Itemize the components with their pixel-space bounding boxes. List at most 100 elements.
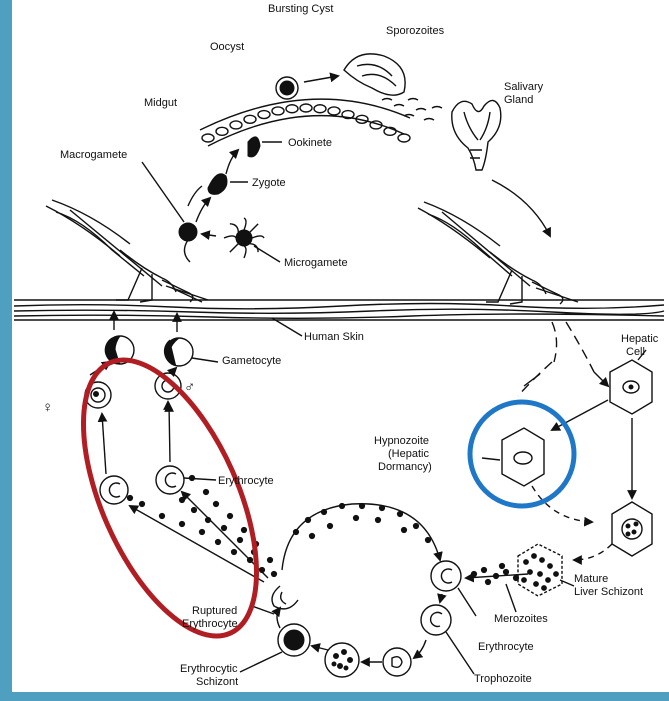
diagram-panel: Bursting Cyst Sporozoites Oocyst Salivar… bbox=[12, 0, 669, 692]
developing-liver-schizont bbox=[612, 502, 652, 556]
microgamete bbox=[224, 218, 264, 258]
merozoite-dot bbox=[271, 571, 276, 576]
midgut-cell bbox=[230, 121, 242, 129]
arrow-merozoites-to-left-erythrocyte bbox=[130, 506, 264, 582]
arrow-gland-to-mosquito bbox=[492, 180, 550, 236]
midgut-cell bbox=[300, 104, 312, 112]
label-oocyst: Oocyst bbox=[210, 41, 244, 53]
erythrocytic-schizont-pointer bbox=[240, 652, 282, 672]
sporozoite bbox=[404, 115, 414, 117]
merozoite-dot bbox=[127, 495, 132, 500]
merozoite-dot bbox=[293, 529, 298, 534]
arrow-zygote-to-ookinete bbox=[226, 150, 238, 174]
arrow-trophozoite-to-schizont bbox=[312, 646, 328, 650]
label-sporozoites: Sporozoites bbox=[386, 25, 445, 37]
label-hypnozoite: Hypnozoite bbox=[374, 435, 429, 447]
arrow-hepatic-to-hypnozoite bbox=[552, 400, 608, 430]
trophozoite-amoeboid bbox=[383, 648, 411, 676]
merozoite-dot bbox=[379, 505, 384, 510]
ruptured-erythrocyte-pointer bbox=[252, 606, 274, 614]
label-merozoites: Merozoites bbox=[494, 613, 548, 625]
merozoite-dots-right bbox=[471, 563, 518, 584]
merozoite-dot bbox=[189, 475, 194, 480]
gametocyte-male bbox=[164, 338, 193, 366]
merozoite-dot bbox=[397, 511, 402, 516]
mosquito-right bbox=[418, 202, 578, 304]
sporozoite bbox=[432, 107, 442, 109]
salivary-gland bbox=[452, 100, 501, 170]
merozoite-dot bbox=[213, 501, 218, 506]
ookinete bbox=[248, 137, 260, 157]
arrow-schizont-to-ruptured bbox=[277, 608, 280, 628]
label-erythrocyte-right: Erythrocyte bbox=[478, 641, 534, 653]
merozoite-dot bbox=[503, 569, 508, 574]
label-erythrocytic: Erythrocytic bbox=[180, 663, 238, 675]
merozoite-dot bbox=[321, 509, 326, 514]
midgut-cell bbox=[216, 127, 228, 135]
arrow-to-hepatic-cell bbox=[594, 372, 608, 386]
merozoite-dot bbox=[237, 537, 242, 542]
sporozoite bbox=[424, 119, 434, 121]
merozoite-dot bbox=[227, 513, 232, 518]
merozoite-dot bbox=[339, 503, 344, 508]
microgamete-flagellum bbox=[244, 246, 246, 258]
merozoite-dot bbox=[305, 517, 310, 522]
arrow-merozoite-arc bbox=[282, 504, 440, 570]
microgamete-flagellum bbox=[250, 224, 258, 232]
microgamete-flagellum bbox=[252, 236, 264, 238]
developing-trophozoite-large bbox=[325, 643, 359, 677]
merozoite-dot bbox=[215, 539, 220, 544]
merozoite-dot bbox=[481, 567, 486, 572]
label-schizont: Schizont bbox=[196, 676, 238, 688]
merozoite-dot bbox=[425, 537, 430, 542]
label-macrogamete: Macrogamete bbox=[60, 149, 127, 161]
arrow-macrogamete-to-zygote bbox=[196, 198, 210, 222]
merozoite-dot bbox=[538, 572, 543, 577]
label-hepatic: Hepatic bbox=[621, 333, 659, 345]
merozoite-dot bbox=[499, 563, 504, 568]
microgamete-flagellum bbox=[230, 244, 238, 252]
merozoite-dot bbox=[546, 578, 551, 583]
ruptured-erythrocyte bbox=[272, 586, 298, 609]
label-trophozoite: Trophozoite bbox=[474, 673, 532, 685]
arrow-early-ring-to-female-ring bbox=[102, 414, 106, 474]
sporozoite bbox=[382, 99, 392, 101]
merozoite-dot bbox=[179, 521, 184, 526]
midgut-cell bbox=[258, 111, 270, 119]
erythrocyte-ring-right-upper bbox=[431, 561, 461, 591]
merozoite-dots-arc bbox=[293, 503, 430, 542]
midgut-cell bbox=[328, 107, 340, 115]
hypnozoite-cell bbox=[502, 428, 544, 486]
erythrocyte-ring-early-left bbox=[100, 476, 128, 504]
erythrocyte-left-pointer bbox=[184, 478, 216, 480]
label-ruptured: Ruptured bbox=[192, 605, 237, 617]
merozoite-dot bbox=[532, 554, 537, 559]
merozoite-dot bbox=[199, 529, 204, 534]
sporozoite bbox=[416, 109, 426, 111]
merozoite-dot bbox=[353, 515, 358, 520]
merozoites-pointer bbox=[506, 584, 516, 612]
merozoite-dot bbox=[267, 557, 272, 562]
microgamete-flagellum bbox=[224, 236, 236, 238]
arrow-ring-to-trophozoite bbox=[414, 640, 426, 658]
erythrocyte-ring-right-lower bbox=[421, 605, 451, 635]
merozoite-dot bbox=[485, 579, 490, 584]
label-hepatic-paren: (Hepatic bbox=[388, 448, 429, 460]
merozoite-dot bbox=[522, 578, 527, 583]
malaria-life-cycle-diagram: Bursting Cyst Sporozoites Oocyst Salivar… bbox=[12, 0, 669, 692]
bursting-cyst bbox=[344, 54, 405, 95]
label-salivary: Salivary bbox=[504, 81, 544, 93]
midgut-cell bbox=[202, 134, 214, 142]
label-ookinete: Ookinete bbox=[288, 137, 332, 149]
merozoite-dot bbox=[231, 549, 236, 554]
erythrocyte-ring-early-mid bbox=[156, 466, 184, 494]
label-erythrocyte-left: Erythrocyte bbox=[218, 475, 274, 487]
cycle-line-left-upper bbox=[188, 186, 202, 206]
arrow-microgamete-to-macrogamete bbox=[202, 234, 216, 236]
midgut-cell bbox=[314, 105, 326, 113]
merozoite-dot bbox=[309, 533, 314, 538]
merozoite-dot bbox=[241, 527, 246, 532]
merozoite-dot bbox=[471, 571, 476, 576]
merozoite-dot bbox=[139, 501, 144, 506]
macrogamete bbox=[179, 223, 197, 262]
